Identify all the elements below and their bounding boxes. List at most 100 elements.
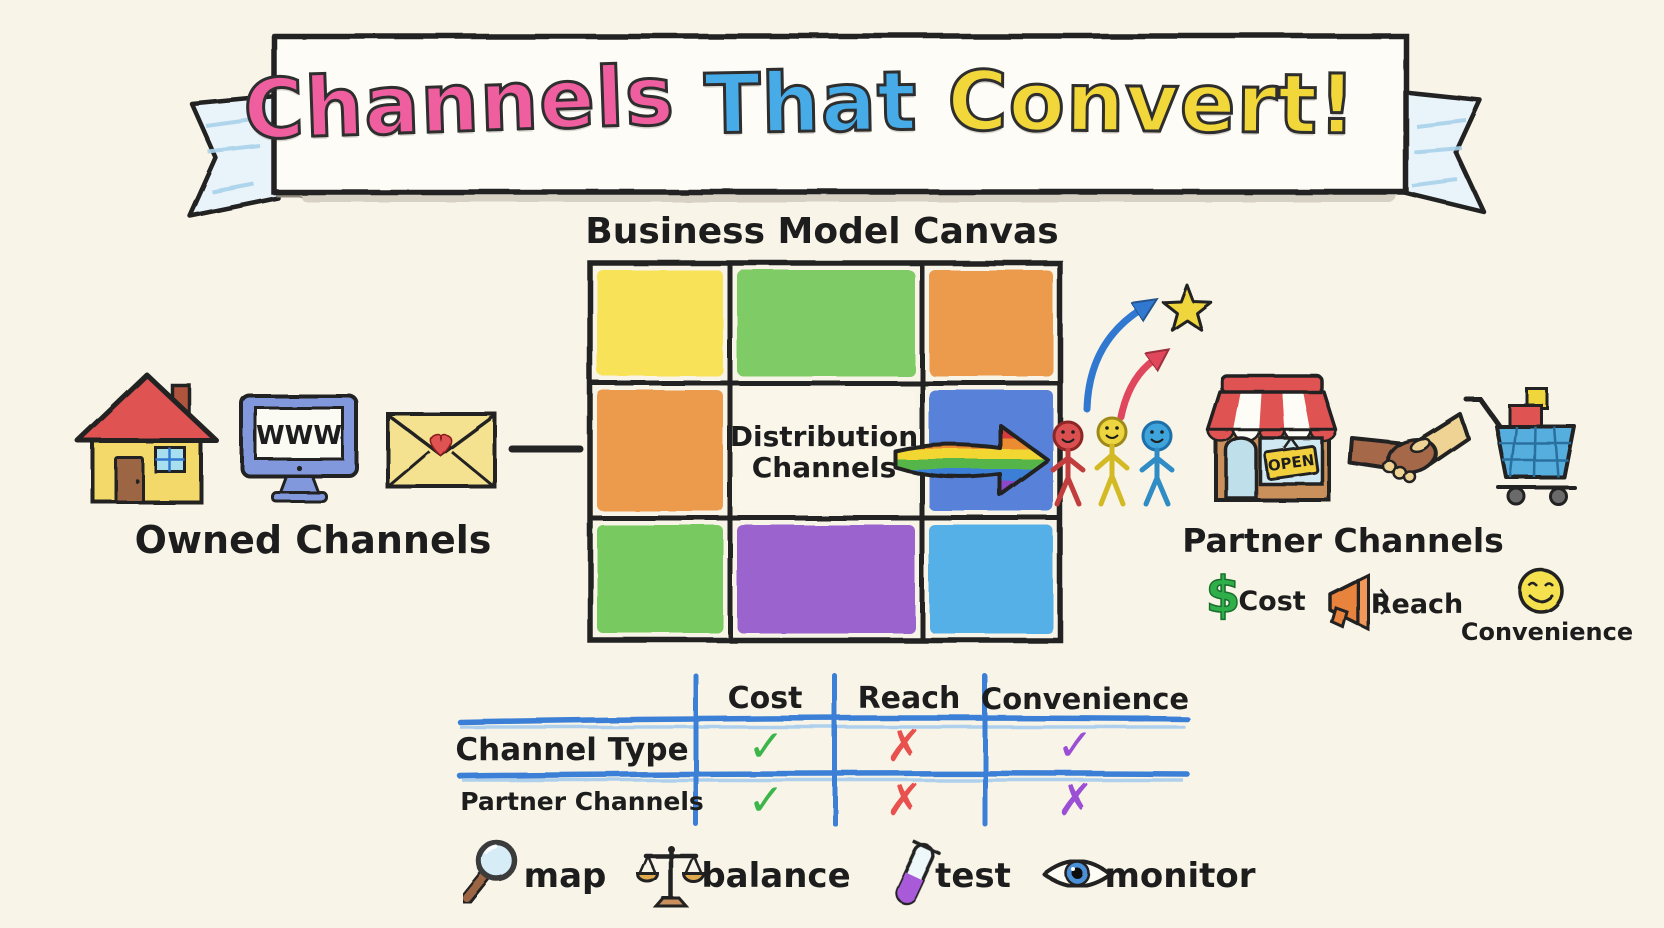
handshake-thumb [1409, 437, 1431, 453]
partner-channels-label: Partner Channels [1182, 521, 1504, 560]
monitor-screen [254, 406, 345, 461]
eye-highlight [1071, 867, 1075, 871]
magnifier-icon [459, 840, 518, 907]
banner-title: Channels That Convert! [240, 47, 1359, 160]
store-awning [1206, 390, 1338, 443]
bmc-center-label-line1: Distribution [729, 420, 919, 453]
star-icon [1161, 283, 1213, 332]
bmc-title: Business Model Canvas [585, 211, 1059, 252]
table-hline-1 [457, 715, 1190, 725]
bmc-cell-r0c2 [929, 270, 1053, 376]
mark-r2-cost: ✓ [747, 775, 785, 826]
scales-pan-left [636, 872, 660, 884]
bmc-cell-r0c1 [737, 270, 915, 376]
megaphone-icon [1328, 572, 1388, 632]
smiley-icon [1518, 568, 1564, 614]
banner-right-hatch [1411, 118, 1467, 188]
table-line-echo [460, 725, 1185, 782]
step-test-label: test [935, 856, 1011, 896]
megaphone-sound-waves [1373, 588, 1388, 614]
customers [1050, 416, 1175, 507]
house-roof [75, 372, 220, 444]
envelope-folds [389, 450, 494, 488]
envelope-heart [430, 433, 452, 458]
banner-ribbon [187, 33, 1487, 219]
smiley-face [1518, 568, 1564, 614]
handshake-finger-3 [1403, 470, 1417, 484]
test-tube-liquid [897, 871, 923, 902]
step-balance-label: balance [701, 856, 851, 896]
cart-box-red [1507, 403, 1543, 428]
comparison-table-lines [457, 673, 1190, 827]
monitor-neck [277, 474, 321, 494]
table-row-label-partner-channels: Partner Channels [460, 787, 704, 816]
cart-basket-grid [1499, 425, 1571, 478]
house-icon [75, 372, 220, 504]
monitor-screen-text: WWW [256, 421, 342, 451]
table-row-label-channel-type: Channel Type [455, 732, 689, 768]
banner-title-word-1: Channels [240, 47, 677, 160]
mark-r2-convenience: ✗ [1056, 775, 1094, 826]
bmc-cell-r2c2 [929, 525, 1053, 633]
bmc-grid [587, 260, 1063, 643]
scales-pivot [667, 845, 675, 853]
smiley-smile [1528, 594, 1554, 603]
person-blue [1139, 420, 1175, 507]
criterion-cost-label: Cost [1238, 586, 1306, 617]
monitor-base [270, 490, 328, 503]
table-header-convenience: Convenience [980, 682, 1190, 716]
dollar-icon: $ [1205, 566, 1241, 624]
bmc-cell-r1c0 [597, 390, 723, 511]
rainbow-arrow-outline [893, 423, 1050, 497]
banner-panel [271, 33, 1409, 195]
growth-arrow-red [1117, 360, 1154, 421]
scales-base [652, 896, 690, 908]
mark-r1-reach: ✗ [885, 721, 923, 772]
scales-pan-right [682, 872, 706, 884]
test-tube-rim [912, 840, 942, 857]
megaphone-mouth [1356, 572, 1370, 632]
bmc-cell-r0c0 [597, 270, 723, 376]
megaphone-handle [1330, 606, 1349, 630]
store-open-sign [1263, 444, 1319, 481]
bmc-center-label-line2: Channels [751, 451, 897, 484]
cart-icon [1463, 387, 1576, 506]
criterion-reach-label: Reach [1370, 589, 1464, 620]
growth-arrows [1083, 283, 1213, 421]
cart-wheel-right [1548, 486, 1568, 506]
eye-icon [1042, 859, 1112, 888]
store-sign-string [1282, 437, 1300, 449]
house-window-panes [156, 448, 185, 472]
scales-icon [636, 845, 706, 908]
smiley-eyes [1528, 582, 1554, 587]
magnifier-highlight [485, 845, 498, 855]
mark-r1-cost: ✓ [747, 721, 785, 772]
bmc-grid-border [587, 260, 1063, 643]
step-monitor-label: monitor [1104, 856, 1256, 896]
table-header-reach: Reach [857, 681, 961, 716]
house-door-knob [134, 478, 140, 484]
bmc-cell-r2c0 [597, 525, 723, 633]
banner-title-word-2: That [702, 53, 919, 155]
bmc-cell-r1c1 [737, 390, 915, 511]
banner-left-hatch [205, 116, 265, 194]
criterion-convenience-label: Convenience [1460, 618, 1634, 646]
scales-hangers [638, 855, 704, 875]
mark-r2-reach: ✗ [885, 775, 923, 826]
store-icon [1206, 374, 1338, 502]
owned-channels-label: Owned Channels [134, 518, 492, 562]
table-hline-2 [457, 770, 1190, 779]
table-header-cost: Cost [727, 681, 803, 716]
mark-r1-convenience: ✓ [1056, 720, 1094, 771]
envelope-icon [386, 412, 497, 489]
monitor-icon [240, 394, 359, 503]
house-door [114, 456, 145, 504]
handshake-icon [1348, 412, 1470, 484]
growth-arrow-blue [1083, 310, 1140, 413]
person-yellow [1094, 416, 1130, 507]
bmc-cell-r2c1 [737, 525, 915, 633]
banner-title-word-3: Convert! [946, 53, 1359, 155]
step-map-label: map [523, 856, 607, 896]
test-tube-icon [895, 840, 942, 904]
